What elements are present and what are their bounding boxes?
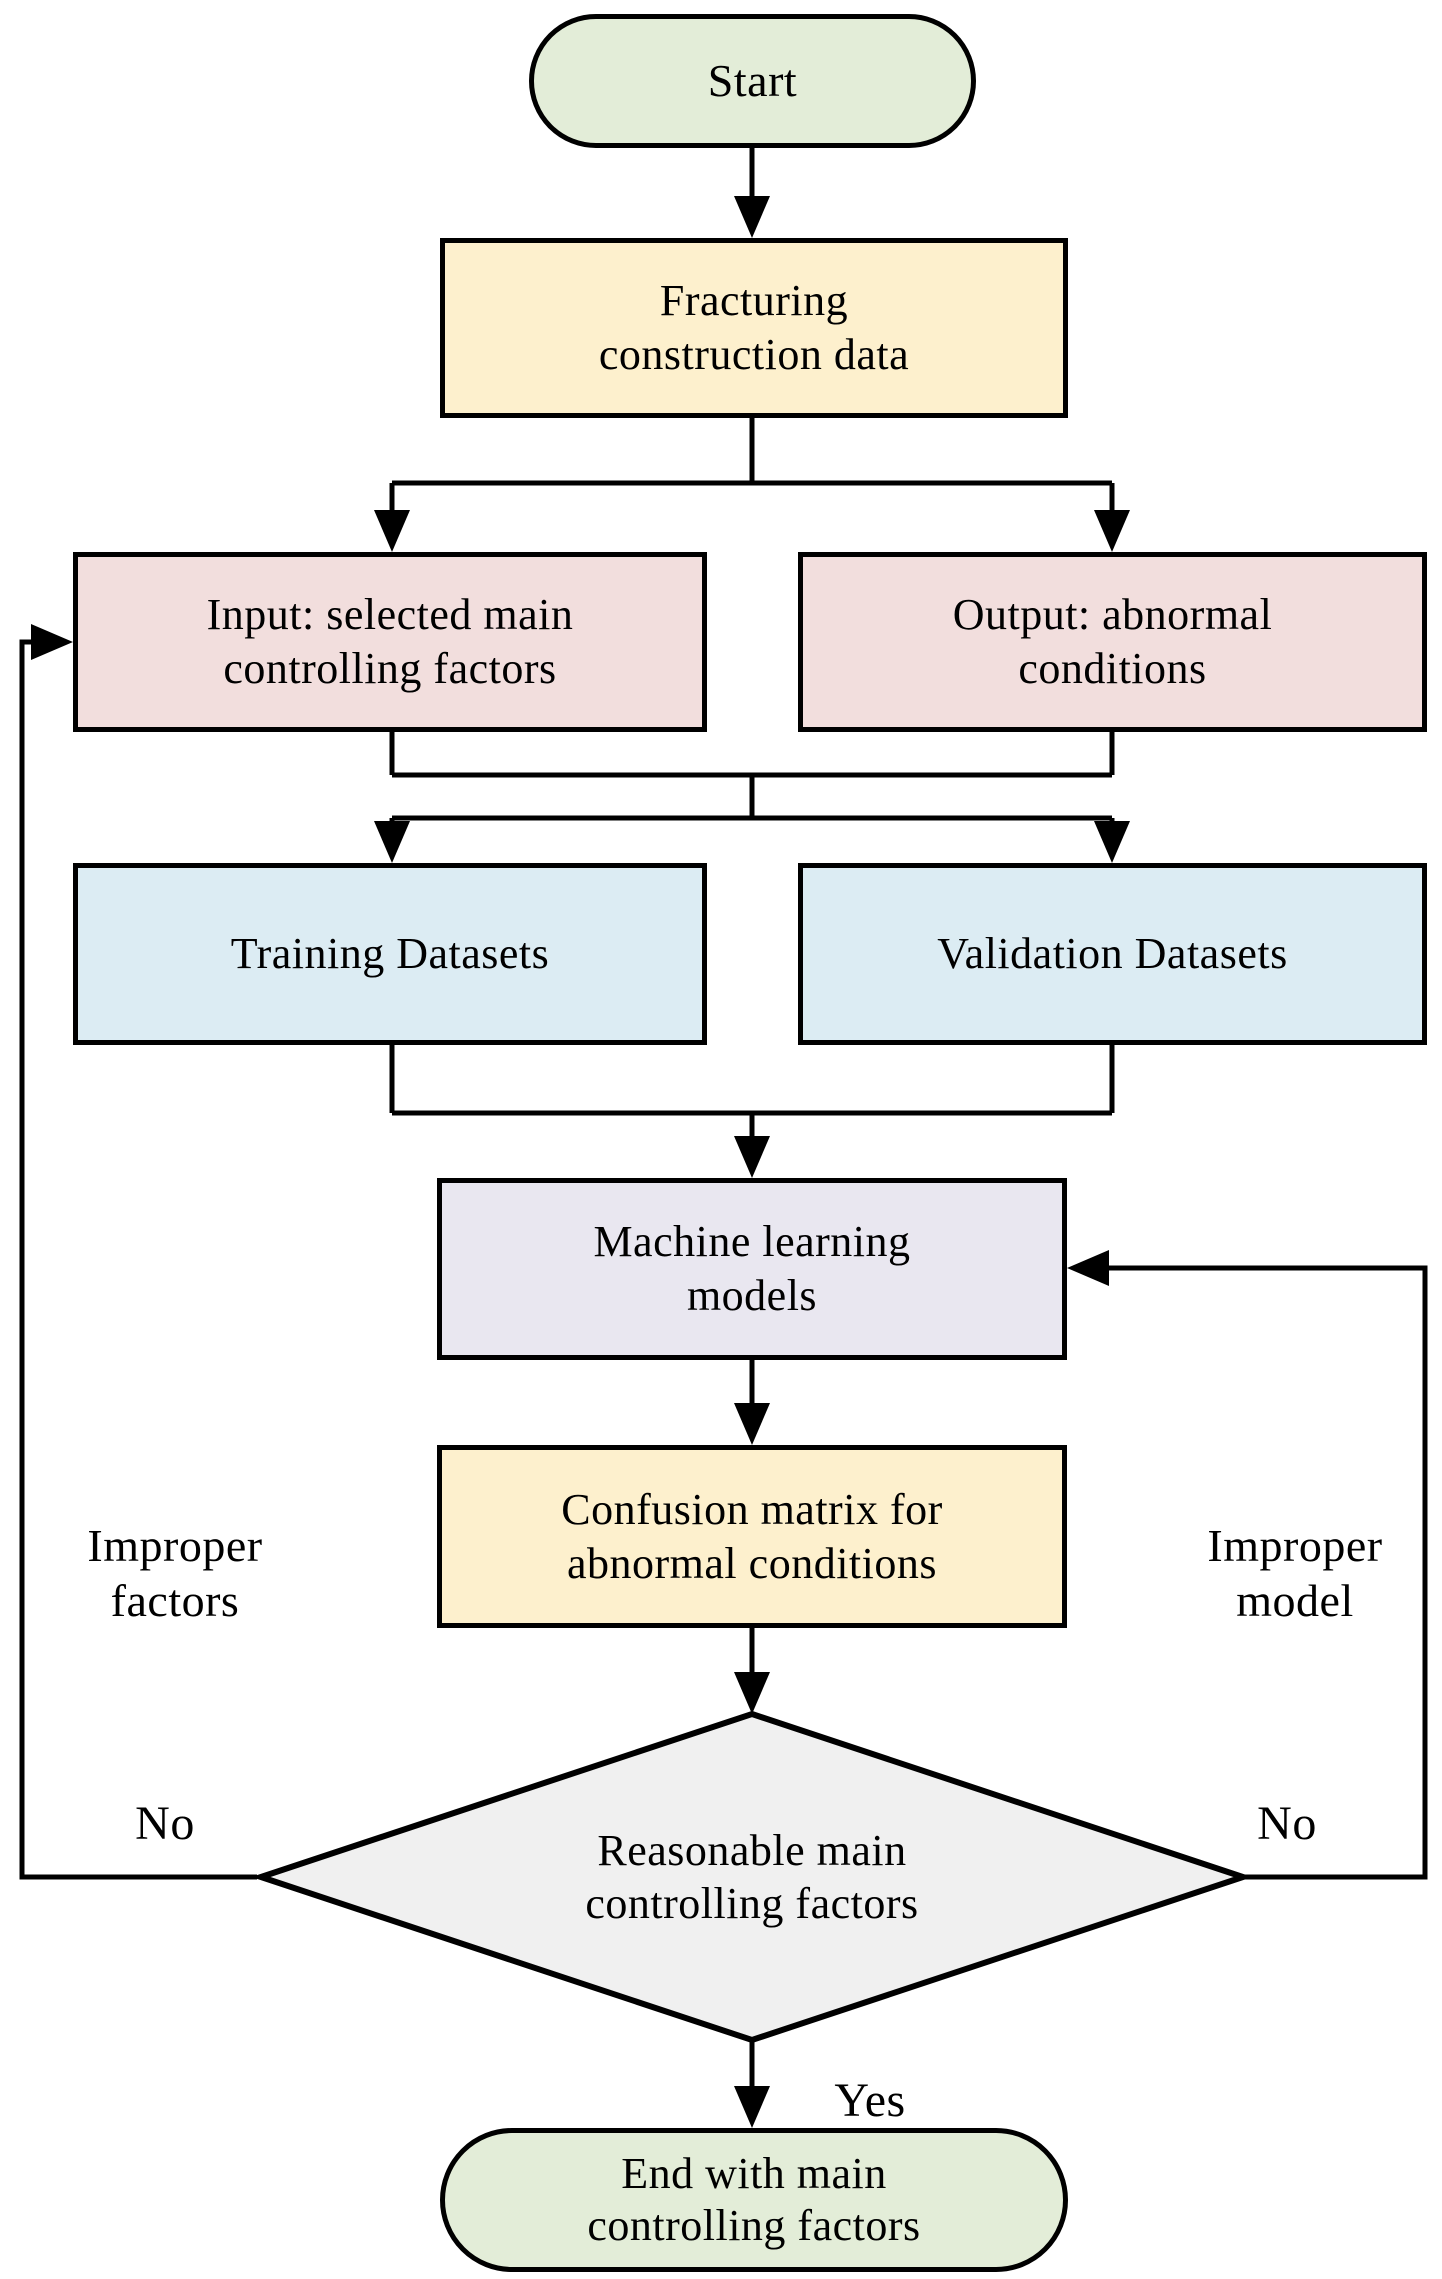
confusion-line-1: Confusion matrix for <box>561 1484 943 1534</box>
input-line-1: Input: selected main <box>206 590 574 640</box>
arrowhead-into-training <box>374 821 410 863</box>
validation-label: Validation Datasets <box>937 929 1288 979</box>
fracturing-line-1: Fracturing <box>659 276 849 326</box>
arrowhead-into-confusion <box>734 1403 770 1445</box>
confusion-matrix-box: Confusion matrix for abnormal conditions <box>437 1445 1067 1628</box>
output-conditions-box: Output: abnormal conditions <box>798 552 1427 732</box>
end-line-2: controlling factors <box>587 2201 921 2250</box>
yes-label: Yes <box>834 2074 906 2127</box>
feedback-line-improper-factors <box>19 639 257 1880</box>
improper-model-line-1: Improper <box>1207 1520 1383 1571</box>
decision-line-1: Reasonable main <box>597 1825 907 1875</box>
training-label: Training Datasets <box>230 929 550 979</box>
arrowhead-into-fracturing <box>734 196 770 238</box>
start-terminator: Start <box>529 14 976 148</box>
improper-model-label: Improper model <box>1155 1518 1435 1628</box>
arrowhead-feedback-into-input <box>31 624 73 660</box>
training-datasets-box: Training Datasets <box>73 863 707 1045</box>
decision-label: Reasonable main controlling factors <box>452 1795 1052 1960</box>
arrowhead-feedback-into-ml-models <box>1067 1250 1109 1286</box>
arrowhead-into-output <box>1094 510 1130 552</box>
confusion-line-2: abnormal conditions <box>567 1538 937 1588</box>
improper-factors-line-1: Improper <box>87 1520 263 1571</box>
machine-learning-models-box: Machine learning models <box>437 1178 1067 1360</box>
ml-line-1: Machine learning <box>593 1217 911 1267</box>
end-terminator: End with main controlling factors <box>440 2128 1068 2272</box>
arrowhead-into-ml-models <box>734 1136 770 1178</box>
connector-io-merge-split <box>389 732 1115 825</box>
output-line-2: conditions <box>1018 644 1207 693</box>
improper-model-line-2: model <box>1236 1575 1354 1627</box>
no-label-left: No <box>135 1797 195 1850</box>
improper-factors-label: Improper factors <box>35 1518 315 1628</box>
arrowhead-into-end <box>734 2086 770 2128</box>
fracturing-data-box: Fracturing construction data <box>440 238 1068 418</box>
end-line-1: End with main <box>621 2149 887 2199</box>
decision-diamond <box>251 1710 1253 2044</box>
connector-datasets-merge <box>389 1045 1115 1140</box>
feedback-line-improper-model <box>1105 1265 1428 1880</box>
arrowhead-into-validation <box>1094 821 1130 863</box>
ml-line-2: models <box>686 1271 818 1320</box>
decision-line-2: controlling factors <box>585 1878 919 1928</box>
input-factors-box: Input: selected main controlling factors <box>73 552 707 732</box>
arrowhead-into-input <box>374 510 410 552</box>
fracturing-line-2: construction data <box>598 330 910 379</box>
improper-factors-line-2: factors <box>110 1575 240 1627</box>
no-label-right: No <box>1257 1797 1317 1850</box>
input-line-2: controlling factors <box>223 644 557 693</box>
start-label: Start <box>707 54 798 106</box>
output-line-1: Output: abnormal <box>952 590 1273 640</box>
validation-datasets-box: Validation Datasets <box>798 863 1427 1045</box>
arrowhead-into-decision <box>734 1672 770 1714</box>
connector-fracturing-split <box>389 418 1115 514</box>
